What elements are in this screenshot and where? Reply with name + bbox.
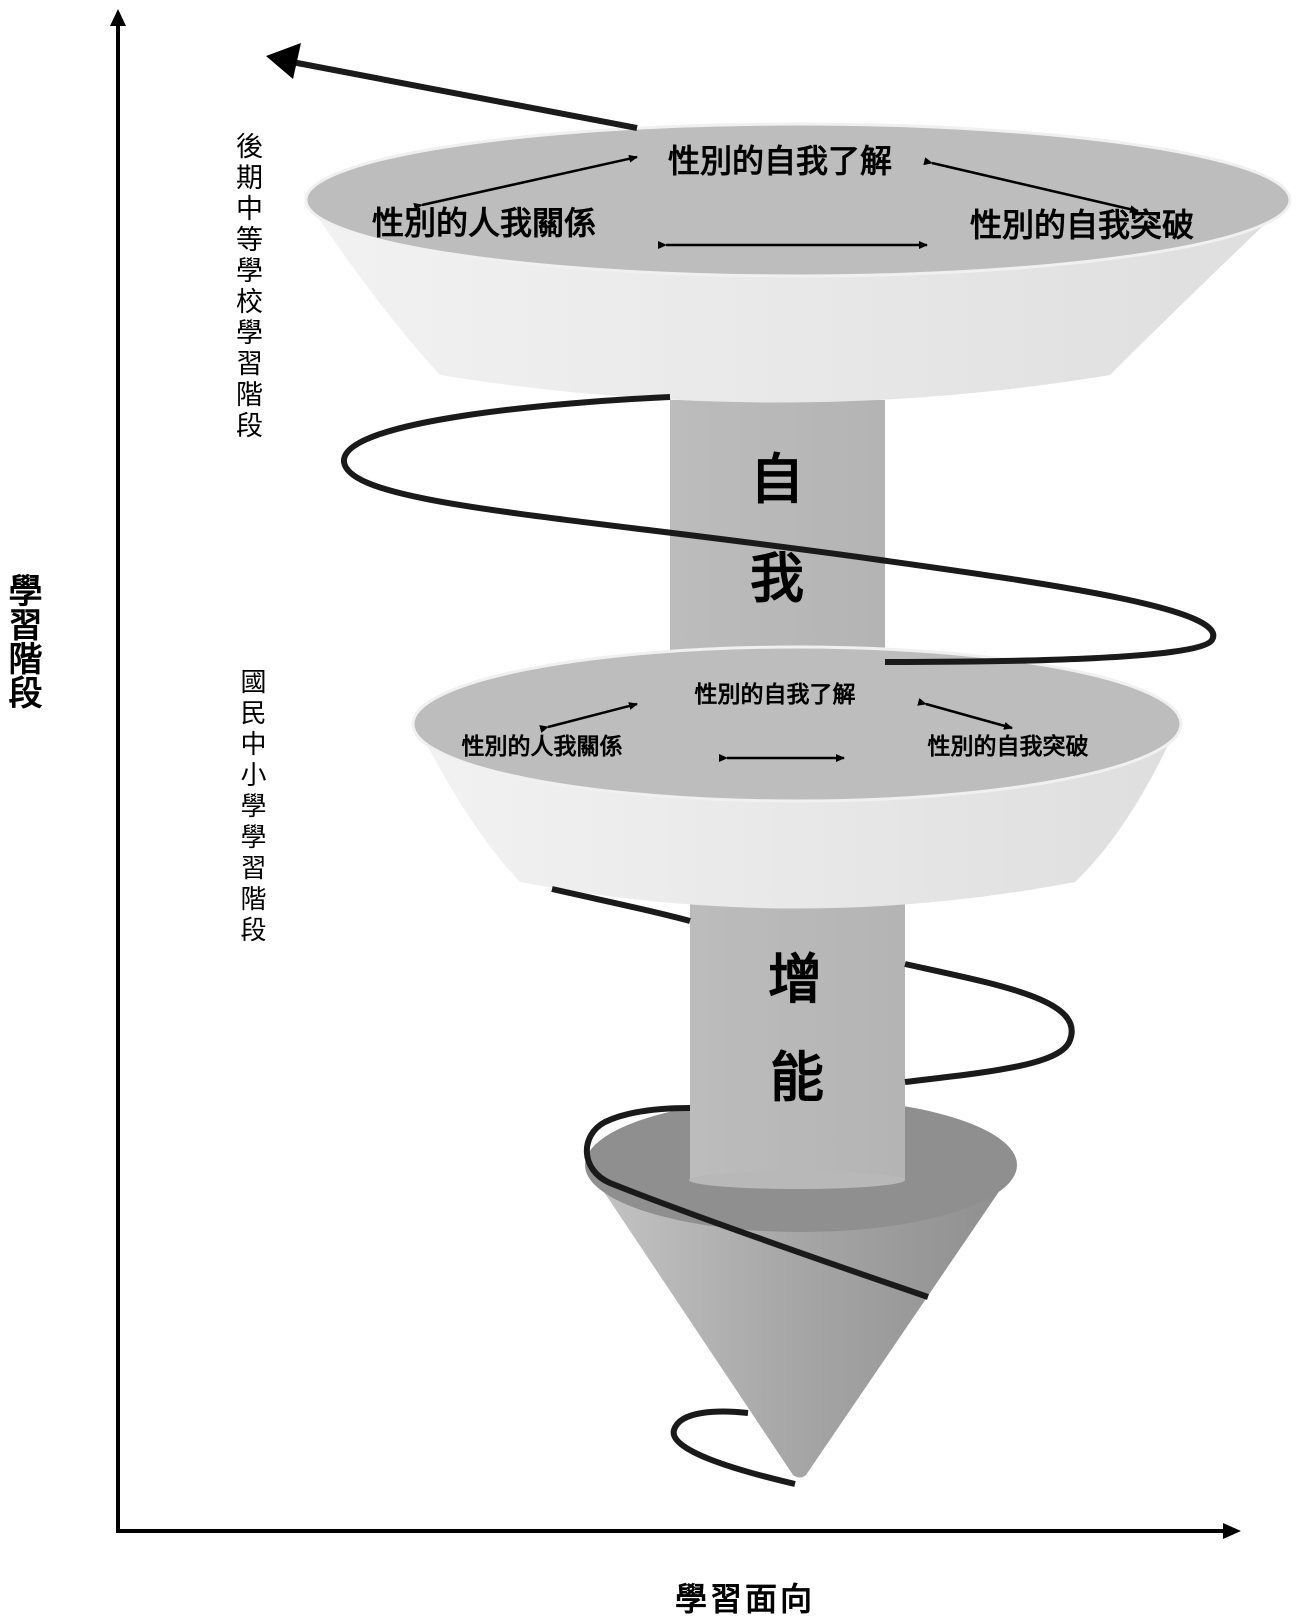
stage-label-lower: 國民中小學學習階段 bbox=[236, 668, 266, 947]
pillar-char-wo: 我 bbox=[750, 546, 804, 610]
upper-bowl-left-label: 性別的人我關係 bbox=[372, 204, 596, 242]
lower-pillar: 增 能 bbox=[689, 895, 905, 1189]
lower-bowl-top-label: 性別的自我了解 bbox=[695, 681, 856, 708]
spiral-middle-loop bbox=[341, 394, 1217, 665]
spiral-top-arrow bbox=[291, 59, 638, 131]
lower-arrow-left bbox=[539, 702, 638, 733]
y-axis-label: 學習階段 bbox=[2, 573, 42, 709]
upper-bowl-top-label: 性別的自我了解 bbox=[668, 142, 892, 180]
spiral-front bbox=[266, 43, 1217, 1487]
cone-body bbox=[588, 1168, 1015, 1478]
x-axis-arrowhead bbox=[1223, 1523, 1241, 1539]
spiral-bottom-loop bbox=[670, 1408, 796, 1487]
lower-arrow-right bbox=[917, 697, 1013, 730]
lower-bowl-rim bbox=[411, 645, 1183, 803]
pillar-char-zeng: 增 bbox=[768, 947, 822, 1011]
spiral-top-arrowhead bbox=[266, 43, 301, 79]
spiral-cone-diagonal bbox=[583, 1105, 929, 1300]
lower-bowl-left-label: 性別的人我關係 bbox=[462, 733, 623, 760]
lower-bowl: 性別的自我了解 性別的人我關係 性別的自我突破 bbox=[411, 645, 1183, 909]
upper-bowl: 性別的自我了解 性別的人我關係 性別的自我突破 bbox=[304, 122, 1292, 403]
spiral-under-bowl bbox=[551, 886, 691, 924]
pillar-char-neng: 能 bbox=[770, 1045, 824, 1109]
stage-label-upper: 後期中等學校學習階段 bbox=[231, 132, 262, 442]
pillar-char-zi: 自 bbox=[750, 447, 804, 511]
x-axis-label: 學習面向 bbox=[675, 1580, 816, 1618]
y-axis-arrowhead bbox=[110, 9, 126, 26]
axes bbox=[110, 9, 1241, 1539]
upper-bowl-right-label: 性別的自我突破 bbox=[970, 206, 1194, 244]
spiral-back bbox=[904, 961, 1075, 1085]
upper-arrow-left bbox=[413, 154, 638, 211]
upper-pillar: 自 我 bbox=[670, 400, 885, 662]
upper-arrow-right bbox=[923, 157, 1139, 214]
lower-bowl-right-label: 性別的自我突破 bbox=[928, 733, 1089, 760]
